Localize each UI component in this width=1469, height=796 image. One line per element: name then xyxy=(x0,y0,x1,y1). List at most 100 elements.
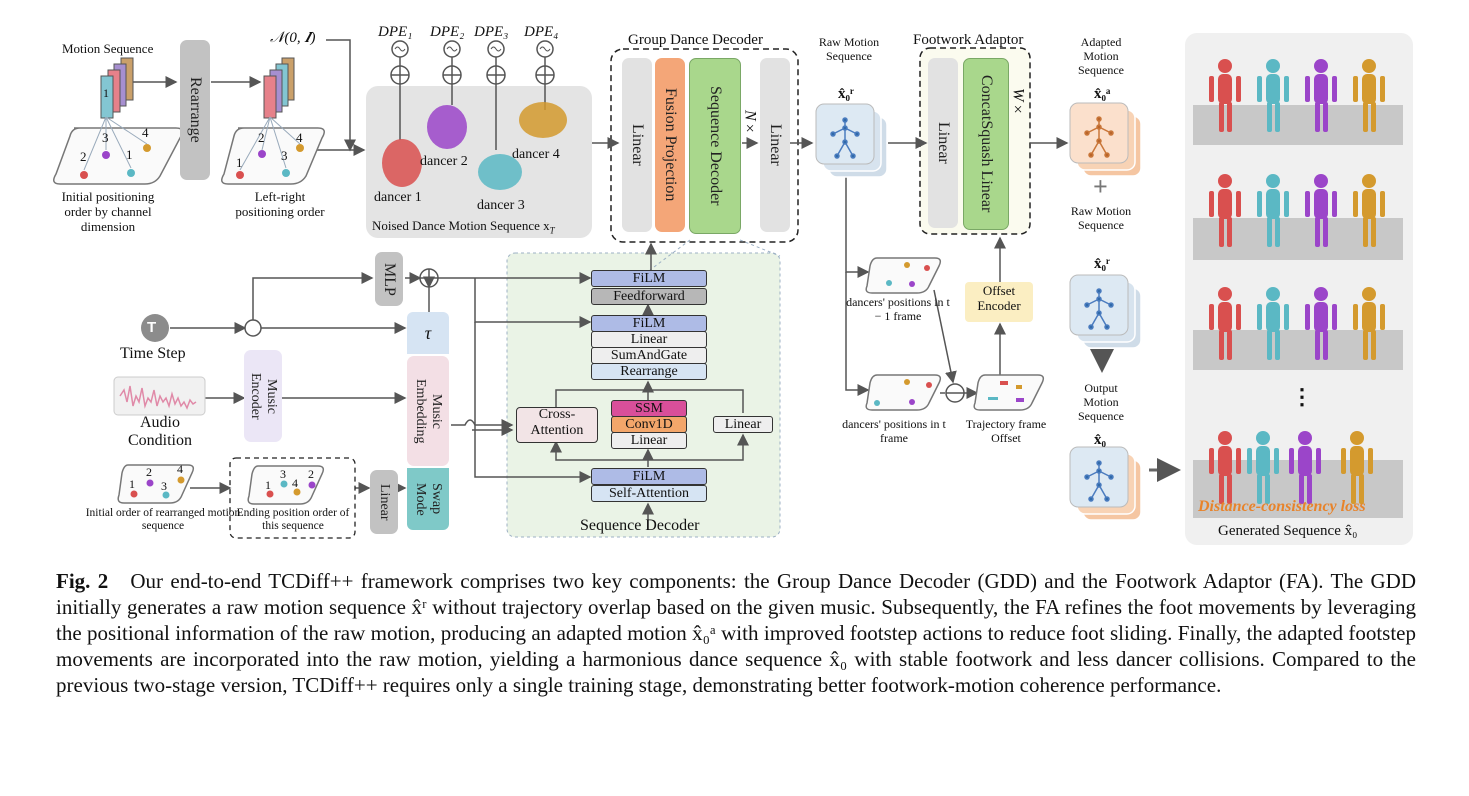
gdd-linear-in: Linear xyxy=(622,58,652,232)
sd-conv1d: Conv1D xyxy=(611,416,687,433)
music-embedding-label: Music Embedding xyxy=(413,378,444,444)
dancer-4-label: dancer 4 xyxy=(512,147,560,162)
initial-order-4: 4 xyxy=(177,462,183,476)
fa-concat-label: ConcatSquash Linear xyxy=(978,75,995,213)
ending-order-caption: Ending position order of this sequence xyxy=(236,507,350,533)
music-embedding-block: Music Embedding xyxy=(407,356,449,466)
vertical-dots: ⋮ xyxy=(1291,384,1313,409)
plus-sign: + xyxy=(1093,172,1108,201)
fa-linear: Linear xyxy=(928,58,958,228)
sd-self-attention: Self-Attention xyxy=(591,485,707,502)
lr-pos-1: 1 xyxy=(236,155,243,170)
ending-order-1: 1 xyxy=(265,478,271,492)
distance-consistency-loss: Distance-consistency loss xyxy=(1198,498,1366,515)
caption-label: Fig. 2 xyxy=(56,569,109,593)
audio-label: Audio Condition xyxy=(127,414,192,450)
ending-order-4: 4 xyxy=(292,476,298,490)
fa-concatsquash: ConcatSquash Linear xyxy=(963,58,1009,230)
caption-text: Our end-to-end TCDiff++ framework compri… xyxy=(56,569,1417,697)
noise-label: 𝒩(0, 𝑰) xyxy=(270,30,316,46)
initial-pos-1: 1 xyxy=(126,147,133,162)
initial-pos-2: 2 xyxy=(80,149,87,164)
sd-linear-inner: Linear xyxy=(611,432,687,449)
adapted-title: Adapted Motion Sequence xyxy=(1078,35,1124,77)
sd-rearrange: Rearrange xyxy=(591,363,707,380)
sd-sumandgate: SumAndGate xyxy=(591,347,707,364)
rearrange-block: Rearrange xyxy=(180,40,210,180)
gdd-linear-out: Linear xyxy=(760,58,790,232)
initial-order-1: 1 xyxy=(129,477,135,491)
tau-block: τ xyxy=(407,312,449,354)
dpe-2-label: DPE₂ xyxy=(430,24,465,40)
skeleton-stack-raw xyxy=(815,103,888,178)
fa-linear-label: Linear xyxy=(935,122,952,164)
noised-sequence-sub: T xyxy=(549,225,555,236)
dancer-3-label: dancer 3 xyxy=(477,198,525,213)
initial-order-caption: Initial positioning order by channel dim… xyxy=(61,189,155,234)
gdd-linear-in-label: Linear xyxy=(629,124,646,166)
gdd-sequence-decoder: Sequence Decoder xyxy=(689,58,741,234)
initial-order-3: 3 xyxy=(161,479,167,493)
output-symbol: x̂₀ xyxy=(1094,432,1106,448)
swap-mode-block: Swap Mode xyxy=(407,468,449,530)
left-right-caption: Left-right positioning order xyxy=(235,189,325,219)
sd-film-top: FiLM xyxy=(591,270,707,287)
gdd-fusion-label: Fusion Projection xyxy=(662,88,679,202)
sd-linear: Linear xyxy=(591,331,707,348)
positions-t1-label: dancers' positions in t − 1 frame xyxy=(846,295,950,323)
ending-order-3: 3 xyxy=(280,467,286,481)
mlp-label: MLP xyxy=(381,262,398,296)
dpe-1-label: DPE₁ xyxy=(378,24,413,40)
noised-sequence-text: Noised Dance Motion Sequence x xyxy=(372,218,550,233)
dancer-2-label: dancer 2 xyxy=(420,154,468,169)
skeleton-stack-raw2 xyxy=(1069,274,1142,349)
initial-order-2: 2 xyxy=(146,465,152,479)
generated-sequence-label: Generated Sequence x̂₀ xyxy=(1218,523,1358,539)
raw2-title: Raw Motion Sequence xyxy=(1070,204,1132,232)
sd-cross-attention-label: Cross-Attention xyxy=(530,407,584,439)
raw2-symbol: x̂₀ʳ xyxy=(1094,256,1110,272)
positions-t-label: dancers' positions in t frame xyxy=(842,417,946,445)
offset-encoder-label: Offset Encoder xyxy=(977,283,1021,313)
dpe-4-label: DPE₄ xyxy=(524,24,559,40)
dpe-3-label: DPE₃ xyxy=(474,24,509,40)
generated-dancers xyxy=(1209,59,1385,504)
time-icon: T xyxy=(147,319,157,336)
lr-pos-2: 2 xyxy=(258,130,265,145)
music-encoder-block: Music Encoder xyxy=(244,350,282,442)
sd-ssm: SSM xyxy=(611,400,687,417)
ending-order-2: 2 xyxy=(308,467,314,481)
mlp-block: MLP xyxy=(375,252,403,306)
fa-wx-label: W× xyxy=(1009,88,1027,119)
time-step-label: Time Step xyxy=(120,345,186,362)
channel-1-label: 1 xyxy=(103,86,109,100)
sd-film-bottom: FiLM xyxy=(591,468,707,485)
gdd-linear-out-label: Linear xyxy=(767,124,784,166)
dancer-1-label: dancer 1 xyxy=(374,190,422,205)
sd-cross-attention xyxy=(516,407,598,443)
skeleton-stack-output xyxy=(1069,446,1142,521)
sd-feedforward: Feedforward xyxy=(591,288,707,305)
music-encoder-label: Music Encoder xyxy=(248,372,279,420)
sd-title: Sequence Decoder xyxy=(580,517,700,534)
motion-sequence-label: Motion Sequence xyxy=(62,41,154,56)
adapted-symbol: x̂₀ᵃ xyxy=(1094,86,1111,102)
swap-mode-label: Swap Mode xyxy=(413,482,444,516)
gdd-seq-decoder-label: Sequence Decoder xyxy=(707,86,724,206)
gdd-title: Group Dance Decoder xyxy=(628,32,763,48)
initial-order-caption-2: Initial order of rearranged motion seque… xyxy=(85,507,241,533)
sd-linear-right: Linear xyxy=(713,416,773,433)
initial-pos-3: 3 xyxy=(102,130,109,145)
skeleton-stack-adapted xyxy=(1069,102,1142,177)
sd-film-mid: FiLM xyxy=(591,315,707,332)
output-title: Output Motion Sequence xyxy=(1078,381,1124,423)
swap-linear-label: Linear xyxy=(377,483,392,521)
raw-title: Raw Motion Sequence xyxy=(818,35,880,63)
figure-caption: Fig. 2 Our end-to-end TCDiff++ framework… xyxy=(56,568,1416,698)
trajectory-offset-label: Trajectory frame Offset xyxy=(965,417,1047,445)
rearrange-label: Rearrange xyxy=(187,77,204,143)
initial-pos-4: 4 xyxy=(142,125,149,140)
tau-label: τ xyxy=(424,322,432,343)
offset-encoder-block xyxy=(965,282,1033,322)
raw-symbol: x̂₀ʳ xyxy=(838,86,854,102)
